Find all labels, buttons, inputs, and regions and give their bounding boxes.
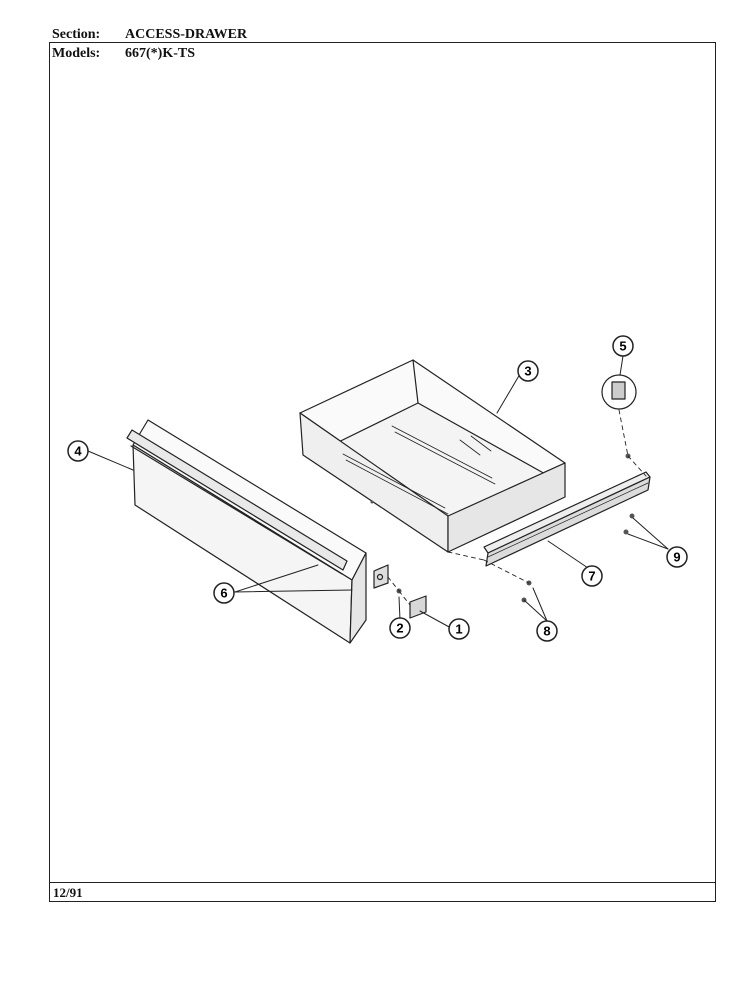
assembly-lines — [387, 409, 647, 606]
callout-2: 2 — [389, 617, 411, 639]
callout-4-label: 4 — [74, 444, 82, 459]
callout-6-label: 6 — [220, 586, 227, 601]
diagram-frame — [49, 42, 716, 902]
callout-9: 9 — [666, 546, 688, 568]
models-value: 667(*)K-TS — [125, 46, 195, 61]
callout-5-label: 5 — [619, 339, 626, 354]
section-value: ACCESS-DRAWER — [125, 27, 248, 42]
header: Section: ACCESS-DRAWER Models: 667(*)K-TS — [52, 26, 718, 66]
drawer-slide-rail — [483, 471, 651, 567]
section-row: Section: ACCESS-DRAWER — [52, 27, 247, 43]
models-label: Models: — [52, 46, 101, 61]
callout-1-label: 1 — [455, 622, 462, 637]
drawer-front-panel — [126, 419, 367, 644]
callout-7: 7 — [581, 565, 603, 587]
models-row: Models: 667(*)K-TS — [52, 46, 195, 62]
callout-4: 4 — [67, 440, 89, 462]
callout-2-label: 2 — [396, 621, 403, 636]
callout-5: 5 — [612, 335, 634, 357]
callout-8-label: 8 — [543, 624, 550, 639]
footer-divider — [49, 882, 716, 883]
callout-6: 6 — [213, 582, 235, 604]
callout-9-label: 9 — [673, 550, 680, 565]
callout-1: 1 — [448, 618, 470, 640]
footer-date: 12/91 — [53, 885, 83, 900]
drawer-box — [299, 359, 566, 553]
handle-bracket — [373, 564, 389, 589]
callout-3-label: 3 — [524, 364, 531, 379]
callout-8: 8 — [536, 620, 558, 642]
small-plate — [409, 595, 427, 619]
leader-lines — [87, 355, 669, 629]
callout-3: 3 — [517, 360, 539, 382]
callout-7-label: 7 — [588, 569, 595, 584]
section-label: Section: — [52, 27, 101, 42]
clip-detail — [601, 374, 637, 410]
